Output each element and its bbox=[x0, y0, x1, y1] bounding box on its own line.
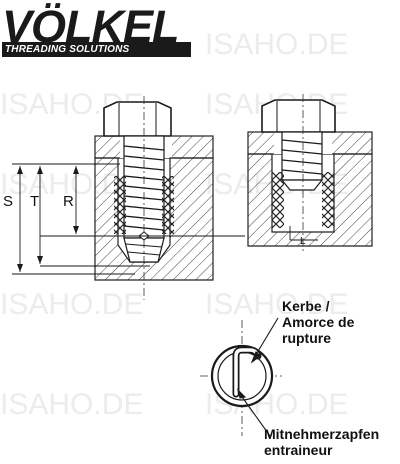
dimension-label-l: L bbox=[300, 236, 306, 247]
watermark-text: ISAHO.DE bbox=[205, 28, 348, 61]
notch-callout-line-1: Kerbe / bbox=[282, 298, 330, 314]
tang-detail-view bbox=[200, 320, 282, 436]
notch-callout-line-2: Amorce de bbox=[282, 314, 355, 331]
right-insert-coils bbox=[272, 172, 334, 228]
notch-callout-line-3: rupture bbox=[282, 330, 331, 347]
right-bolt bbox=[261, 99, 336, 191]
tang-callout: Mitnehmerzapfen entraineur bbox=[264, 426, 379, 458]
tang-callout-line-2: entraineur bbox=[264, 442, 333, 459]
callout-leaders bbox=[236, 317, 279, 437]
brand-tagline: THREADING SOLUTIONS bbox=[2, 42, 191, 57]
watermark-text: ISAHO.DE bbox=[205, 288, 348, 321]
notch-callout: Kerbe / Amorce de rupture bbox=[282, 298, 354, 346]
dimension-label-t: T bbox=[30, 193, 40, 210]
dimension-lines bbox=[12, 163, 245, 275]
brand-logo: VÖLKEL THREADING SOLUTIONS bbox=[0, 0, 200, 62]
left-insert-coils bbox=[114, 176, 174, 234]
dimension-label-s: S bbox=[3, 193, 14, 210]
right-dimension-l bbox=[289, 226, 318, 241]
brand-name: VÖLKEL bbox=[2, 1, 180, 52]
watermark-text: ISAHO.DE bbox=[0, 388, 143, 421]
dimension-label-r: R bbox=[63, 193, 74, 210]
tang-callout-line-1: Mitnehmerzapfen bbox=[264, 426, 380, 442]
watermark-text: ISAHO.DE bbox=[0, 288, 143, 321]
